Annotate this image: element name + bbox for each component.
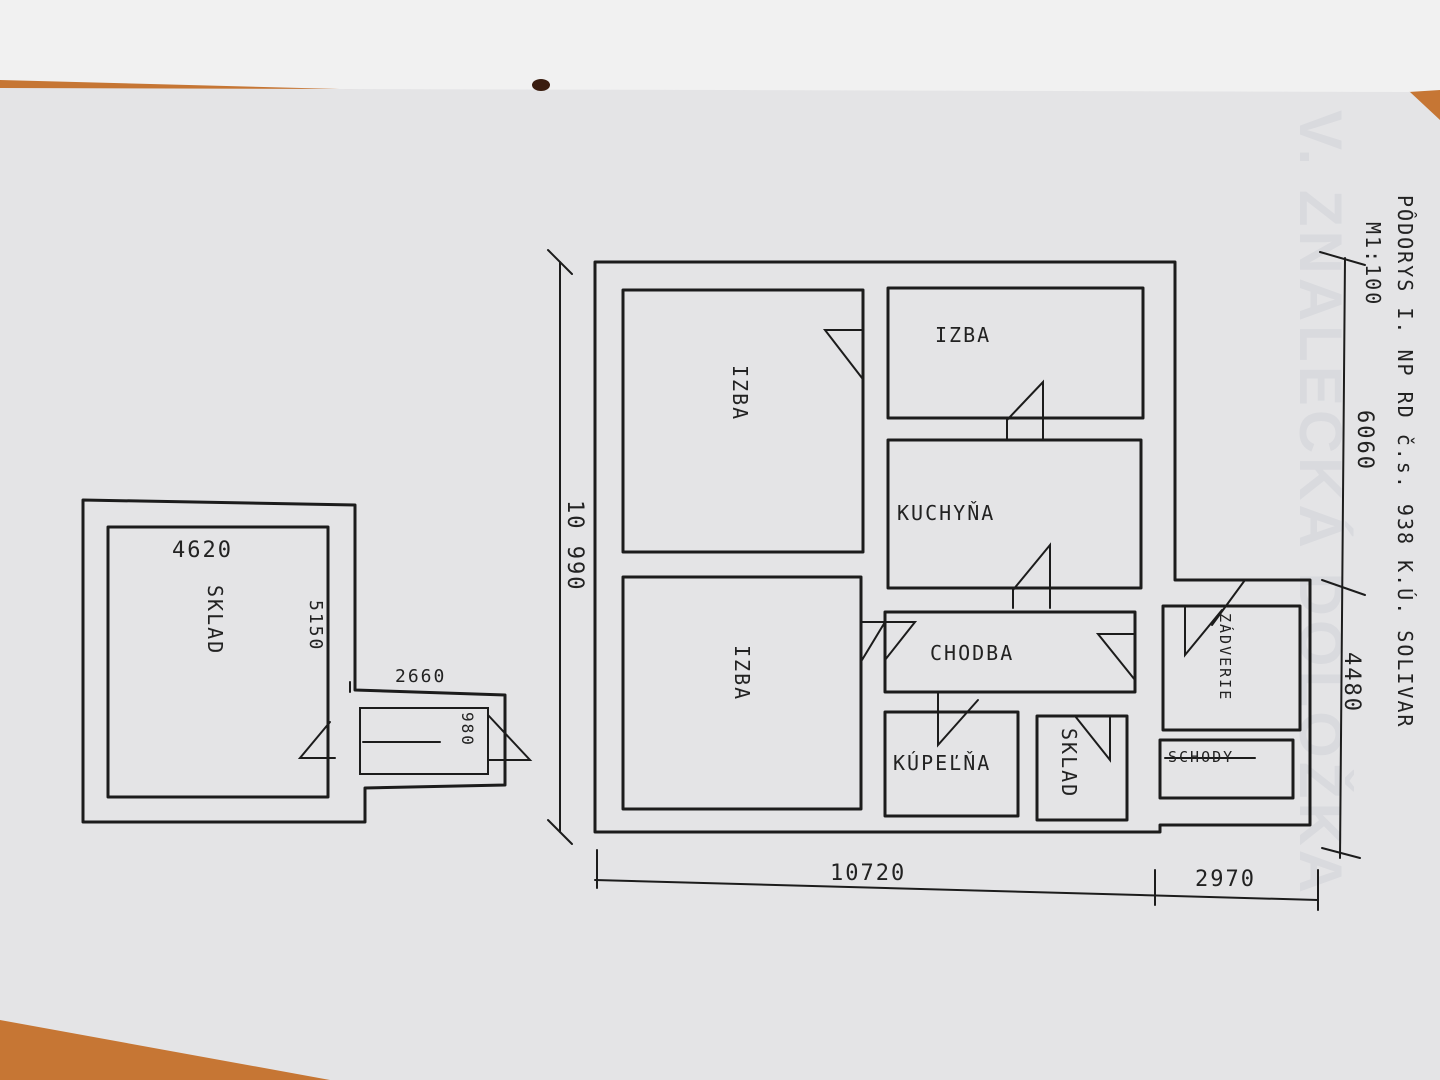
room-izba-top xyxy=(621,288,865,554)
room-labels: IZBA IZBA KUCHYŇA IZBA CHODBA KÚPEĽŇA SK… xyxy=(728,323,1235,798)
outer-wall xyxy=(593,260,1312,834)
label-chodba: CHODBA xyxy=(930,641,1014,665)
door-swing xyxy=(297,721,336,759)
outbuilding-outer-wall xyxy=(81,498,507,824)
room-zadverie xyxy=(1161,604,1302,732)
dim-right-lower: 4480 xyxy=(1339,652,1364,713)
passage xyxy=(359,707,489,775)
dim-right-upper: 6060 xyxy=(1352,410,1377,471)
label-izba-top: IZBA xyxy=(728,365,752,421)
paper-back-sheet xyxy=(0,0,1440,110)
label-izba-bottom: IZBA xyxy=(730,645,754,701)
door-swing xyxy=(487,714,533,761)
dim-out-height: 5150 xyxy=(305,600,326,651)
door-swing xyxy=(1184,605,1223,658)
door-swing xyxy=(1211,579,1247,626)
dim-passage-len: 2660 xyxy=(395,666,446,687)
outbuilding xyxy=(81,498,533,824)
room-kupelna xyxy=(883,710,1020,818)
room-sklad-out xyxy=(106,525,330,799)
paper-sheet xyxy=(0,88,1440,1080)
binder-hole xyxy=(532,79,550,91)
dimension-lines xyxy=(547,249,1366,911)
dim-out-width: 4620 xyxy=(172,538,233,563)
main-house xyxy=(593,260,1312,834)
room-sklad-inner xyxy=(1035,714,1129,822)
dim-passage-w: 980 xyxy=(458,712,477,747)
outbuilding-labels: SKLAD 4620 5150 2660 980 xyxy=(172,538,477,747)
label-schody: SCHODY xyxy=(1168,748,1234,766)
door-swing xyxy=(1074,715,1111,763)
room-schody xyxy=(1158,738,1295,800)
door-swing xyxy=(1012,542,1051,609)
door-swing xyxy=(884,621,918,661)
room-izba-small xyxy=(886,286,1145,420)
dim-height-main: 10720 xyxy=(830,861,906,886)
door-swing xyxy=(1095,633,1136,681)
label-kuchyna: KUCHYŇA xyxy=(897,501,995,525)
label-zadverie: ZÁDVERIE xyxy=(1216,613,1235,701)
label-kupelna: KÚPEĽŇA xyxy=(893,751,991,775)
room-izba-bottom xyxy=(621,575,863,811)
dimension-labels: 10 990 10720 2970 6060 4480 xyxy=(562,410,1377,892)
label-sklad-out: SKLAD xyxy=(203,585,227,655)
dim-total-width: 10 990 xyxy=(562,500,587,591)
title-line2: M1:100 xyxy=(1361,222,1385,306)
room-chodba xyxy=(883,610,1137,694)
label-izba-small: IZBA xyxy=(935,323,991,347)
dim-height-ext: 2970 xyxy=(1195,867,1256,892)
title-block: PÔDORYS I. NP RD č.s. 938 K.Ú. SOLIVAR M… xyxy=(1361,195,1417,729)
label-sklad-inner: SKLAD xyxy=(1057,728,1081,798)
door-swing xyxy=(937,691,979,748)
door-swing xyxy=(1006,379,1044,441)
door-swing xyxy=(822,329,863,379)
title-line1: PÔDORYS I. NP RD č.s. 938 K.Ú. SOLIVAR xyxy=(1393,195,1417,729)
